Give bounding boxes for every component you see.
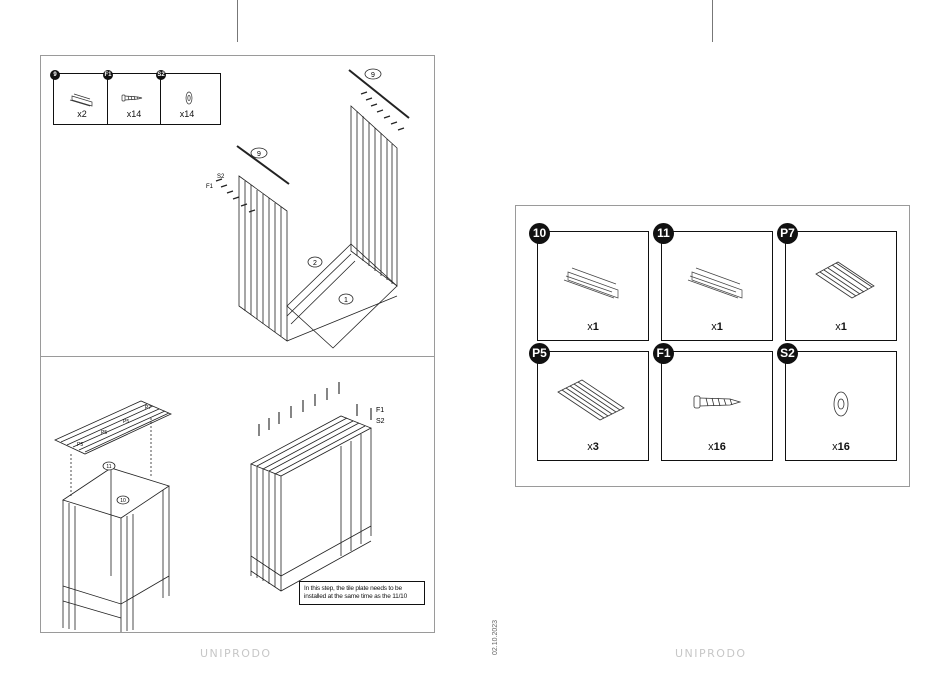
label-s2: S2 (217, 174, 225, 180)
brand-logo-left: UNIPRODO (200, 647, 272, 660)
part-card-s2: S2 x16 (785, 351, 897, 461)
installation-note: In this step, the tile plate needs to be… (299, 581, 425, 605)
part-card-10: 10 x1 (537, 231, 649, 341)
print-date: 02.10.2023 (492, 620, 499, 655)
brand-logo-right: UNIPRODO (675, 647, 747, 660)
label-part-11: 11 (106, 464, 111, 470)
label-part-10: 10 (120, 498, 126, 504)
part-card-f1: F1 x16 (661, 351, 773, 461)
label-right-f1: F1 (376, 407, 384, 414)
label-rail-9-left: 9 (257, 151, 261, 158)
assembly-step-upper (216, 69, 409, 348)
crop-mark-left (237, 0, 238, 42)
label-roof-p7: P7 (145, 405, 151, 411)
label-part-2: 2 (313, 260, 317, 267)
label-f1: F1 (206, 184, 214, 190)
assembly-diagrams: 9 9 S2 F1 2 1 P7 P5 P5 P5 11 10 (41, 56, 434, 632)
label-rail-9-top: 9 (371, 72, 375, 79)
label-right-s2: S2 (376, 418, 385, 425)
assembly-step-roof-fastening (251, 382, 371, 591)
label-roof-p5a: P5 (123, 419, 129, 425)
label-part-1: 1 (344, 297, 348, 304)
left-instruction-panel: 9 F1 S2 x2 x14 x14 (40, 55, 435, 633)
label-roof-p5b: P5 (101, 430, 107, 436)
crop-mark-right (712, 0, 713, 42)
part-card-p7: P7 x1 (785, 231, 897, 341)
part-card-11: 11 x1 (661, 231, 773, 341)
label-roof-p5c: P5 (77, 442, 83, 448)
part-card-p5: P5 x3 (537, 351, 649, 461)
assembly-step-roof-exploded (55, 401, 171, 632)
